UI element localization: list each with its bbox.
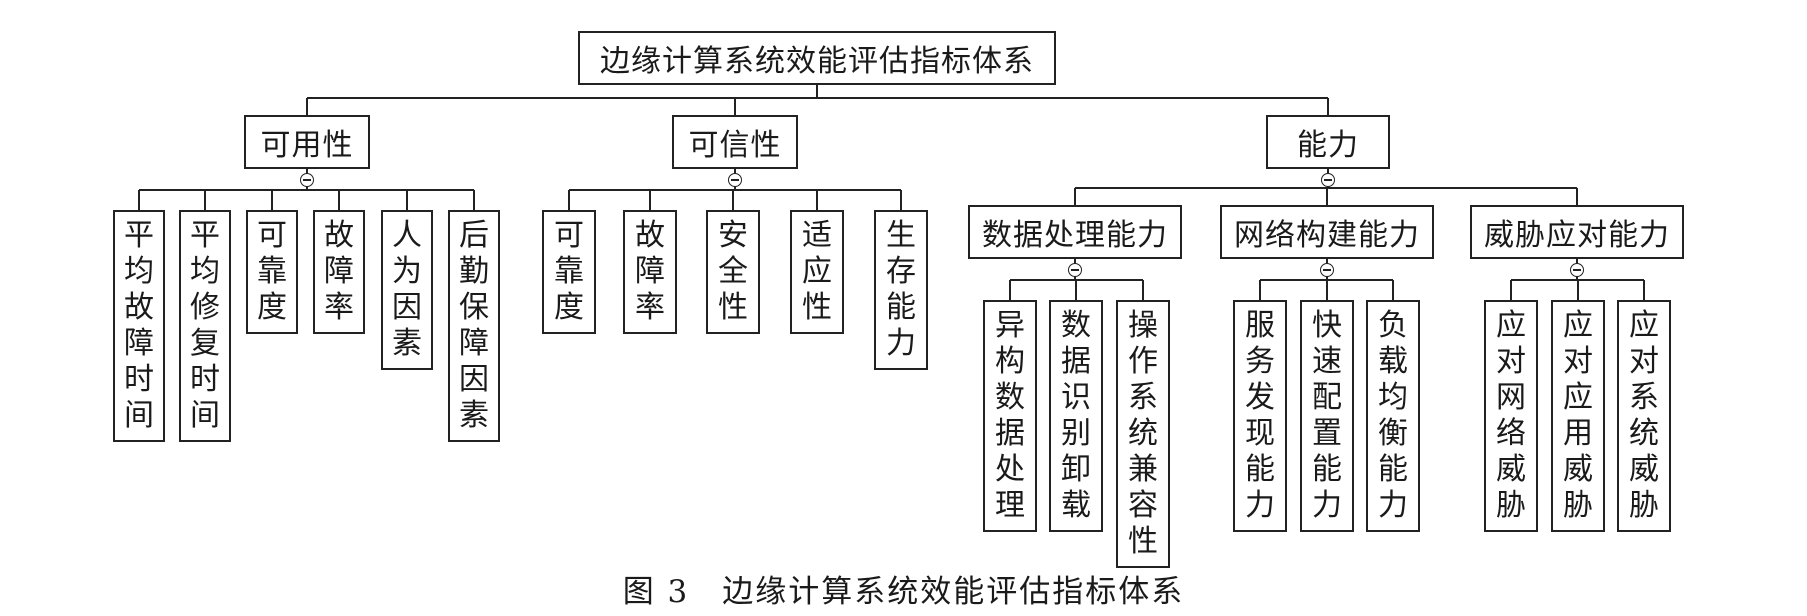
trust-leaf: 适应性 — [790, 210, 844, 334]
capability-leaf: 应对系统威胁 — [1617, 300, 1671, 532]
capability-node: 能力 — [1266, 115, 1390, 169]
trust-leaf: 生存能力 — [874, 210, 928, 370]
trust-leaf: 故障率 — [623, 210, 677, 334]
capability-leaf: 应对应用威胁 — [1551, 300, 1605, 532]
capability-leaf: 服务发现能力 — [1233, 300, 1287, 532]
trust-leaf: 可靠度 — [542, 210, 596, 334]
minus-circle-icon[interactable] — [1320, 263, 1334, 277]
availability-leaf: 人为因素 — [381, 210, 433, 370]
capability-leaf: 操作系统兼容性 — [1116, 300, 1170, 568]
availability-leaf: 后勤保障因素 — [448, 210, 500, 442]
trust-leaf: 安全性 — [706, 210, 760, 334]
threat-response-node: 威胁应对能力 — [1470, 205, 1684, 259]
minus-circle-icon[interactable] — [728, 173, 742, 187]
minus-circle-icon[interactable] — [1068, 263, 1082, 277]
minus-circle-icon[interactable] — [1570, 263, 1584, 277]
availability-leaf: 平均修复时间 — [179, 210, 231, 442]
capability-leaf: 快速配置能力 — [1300, 300, 1354, 532]
availability-leaf: 平均故障时间 — [113, 210, 165, 442]
availability-node: 可用性 — [244, 115, 370, 169]
minus-circle-icon[interactable] — [300, 173, 314, 187]
trust-node: 可信性 — [672, 115, 798, 169]
availability-leaf: 可靠度 — [246, 210, 298, 334]
root-node: 边缘计算系统效能评估指标体系 — [578, 31, 1056, 85]
figure-caption: 图 3 边缘计算系统效能评估指标体系 — [622, 574, 1185, 610]
capability-leaf: 负载均衡能力 — [1366, 300, 1420, 532]
availability-leaf: 故障率 — [313, 210, 365, 334]
network-building-node: 网络构建能力 — [1220, 205, 1434, 259]
capability-leaf: 异构数据处理 — [983, 300, 1037, 532]
capability-leaf: 数据识别卸载 — [1049, 300, 1103, 532]
capability-leaf: 应对网络威胁 — [1484, 300, 1538, 532]
data-processing-node: 数据处理能力 — [968, 205, 1182, 259]
minus-circle-icon[interactable] — [1321, 173, 1335, 187]
